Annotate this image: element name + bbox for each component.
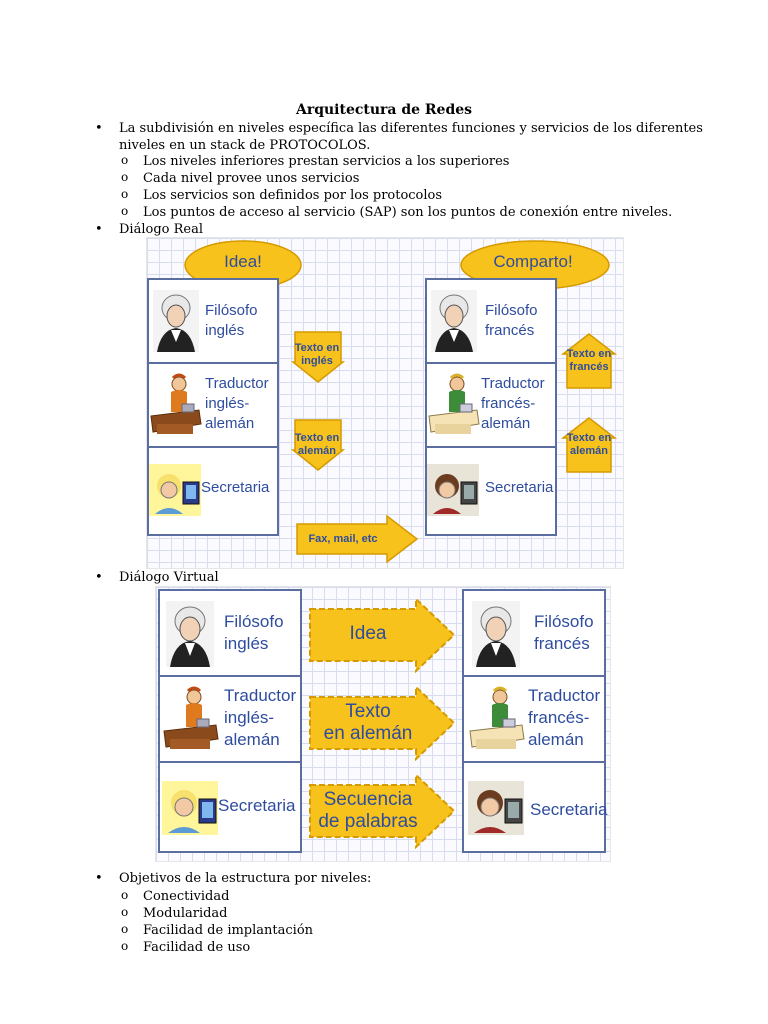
objetivo-item: Facilidad de implantación [143,923,314,938]
sub-bullet-marker: o [121,170,129,184]
arrow-label: Secuencia de palabras [318,789,418,832]
arrow-label: Texto en alemán [323,701,413,744]
layer-label: Secretaria [201,479,270,496]
bullet-marker: • [95,222,103,237]
translator-telephone-icon [163,686,219,749]
stack-left: Filósofo inglés Traductor inglés- alemán [147,278,279,536]
arrow-up-icon [561,417,617,473]
sub-bullet-marker: o [121,905,129,919]
layer-philosopher: Filósofo francés [464,591,604,677]
philosopher-portrait-icon [153,290,199,352]
bullet-marker: • [95,121,103,136]
secretary-computer-icon [149,464,201,516]
arrow-up-icon [561,333,617,389]
objetivos-label: Objetivos de la estructura por niveles: [119,871,372,886]
arrow-label: Texto en alemán [566,432,612,457]
philosopher-portrait-icon [472,601,520,667]
sub-bullet-marker: o [121,939,129,953]
cloud-text-right: Comparto! [493,252,573,271]
page-title: Arquitectura de Redes [295,102,473,118]
philosopher-portrait-icon [166,601,214,667]
layer-label: Filósofo francés [534,612,594,653]
arrow-down-icon [291,331,345,383]
layer-translator: Traductor inglés- alemán [149,364,277,448]
intro-line-1: La subdivisión en niveles específica las… [119,121,703,136]
layer-secretary: Secretaria [464,763,608,849]
dialogo-virtual-label: Diálogo Virtual [119,570,219,585]
sub-bullet-marker: o [121,888,129,902]
secretary-computer-icon [162,781,218,835]
subpoint-item: Los niveles inferiores prestan servicios… [143,154,510,169]
sub-bullet-marker: o [121,922,129,936]
arrow-label: Texto en alemán [294,432,340,457]
subpoint-item: Los puntos de acceso al servicio (SAP) s… [143,205,673,220]
secretary-computer-icon [427,464,479,516]
subpoint-item: Los servicios son definidos por los prot… [143,188,443,203]
intro-line-2: niveles en un stack de PROTOCOLOS. [119,138,371,153]
layer-label: Filósofo inglés [224,612,284,653]
arrow-label: Fax, mail, etc [308,533,378,545]
layer-translator: Traductor francés- alemán [427,364,555,448]
sub-bullet-marker: o [121,187,129,201]
layer-philosopher: Filósofo francés [427,280,555,364]
layer-label: Filósofo inglés [205,302,258,339]
translator-telephone-icon [150,373,202,434]
bullet-marker: • [95,871,103,886]
layer-philosopher: Filósofo inglés [149,280,277,364]
dialogo-virtual-diagram: Filósofo inglés Traductor inglés- alemán [155,586,611,862]
layer-label: Traductor francés- alemán [528,686,601,749]
layer-translator: Traductor inglés- alemán [160,677,300,763]
subpoint-item: Cada nivel provee unos servicios [143,171,360,186]
arrow-label: Idea [349,623,387,644]
dialogo-real-diagram: Idea! Comparto! Filósofo inglés [146,237,624,569]
layer-translator: Traductor francés- alemán [464,677,604,763]
layer-secretary: Secretaria [149,448,277,532]
arrow-right-icon [309,773,456,849]
layer-secretary: Secretaria [160,763,300,849]
secretary-computer-icon [468,781,524,835]
layer-philosopher: Filósofo inglés [160,591,300,677]
arrow-label: Texto en francés [566,348,612,373]
bullet-marker: • [95,570,103,585]
cloud-text-left: Idea! [224,252,262,271]
arrow-right-icon [309,685,456,761]
arrow-right-icon [296,514,419,564]
objetivo-item: Conectividad [143,889,230,904]
objetivo-item: Modularidad [143,906,228,921]
layer-label: Traductor francés- alemán [481,375,545,432]
translator-telephone-icon [469,686,525,749]
translator-telephone-icon [428,373,480,434]
layer-label: Traductor inglés- alemán [224,686,297,749]
dialogo-real-label: Diálogo Real [119,222,203,237]
sub-bullet-marker: o [121,153,129,167]
layer-label: Secretaria [218,796,296,815]
stack-left: Filósofo inglés Traductor inglés- alemán [158,589,302,853]
philosopher-portrait-icon [431,290,477,352]
layer-label: Filósofo francés [485,302,538,339]
arrow-right-icon [309,597,456,673]
layer-secretary: Secretaria [427,448,555,532]
objetivo-item: Facilidad de uso [143,940,251,955]
stack-right: Filósofo francés Traductor francés- alem… [462,589,608,853]
layer-label: Secretaria [530,800,608,819]
sub-bullet-marker: o [121,204,129,218]
arrow-down-icon [291,419,345,471]
stack-right: Filósofo francés Traductor francés- alem… [425,278,557,536]
layer-label: Traductor inglés- alemán [205,375,269,432]
arrow-label: Texto en inglés [294,342,340,367]
layer-label: Secretaria [485,479,554,496]
